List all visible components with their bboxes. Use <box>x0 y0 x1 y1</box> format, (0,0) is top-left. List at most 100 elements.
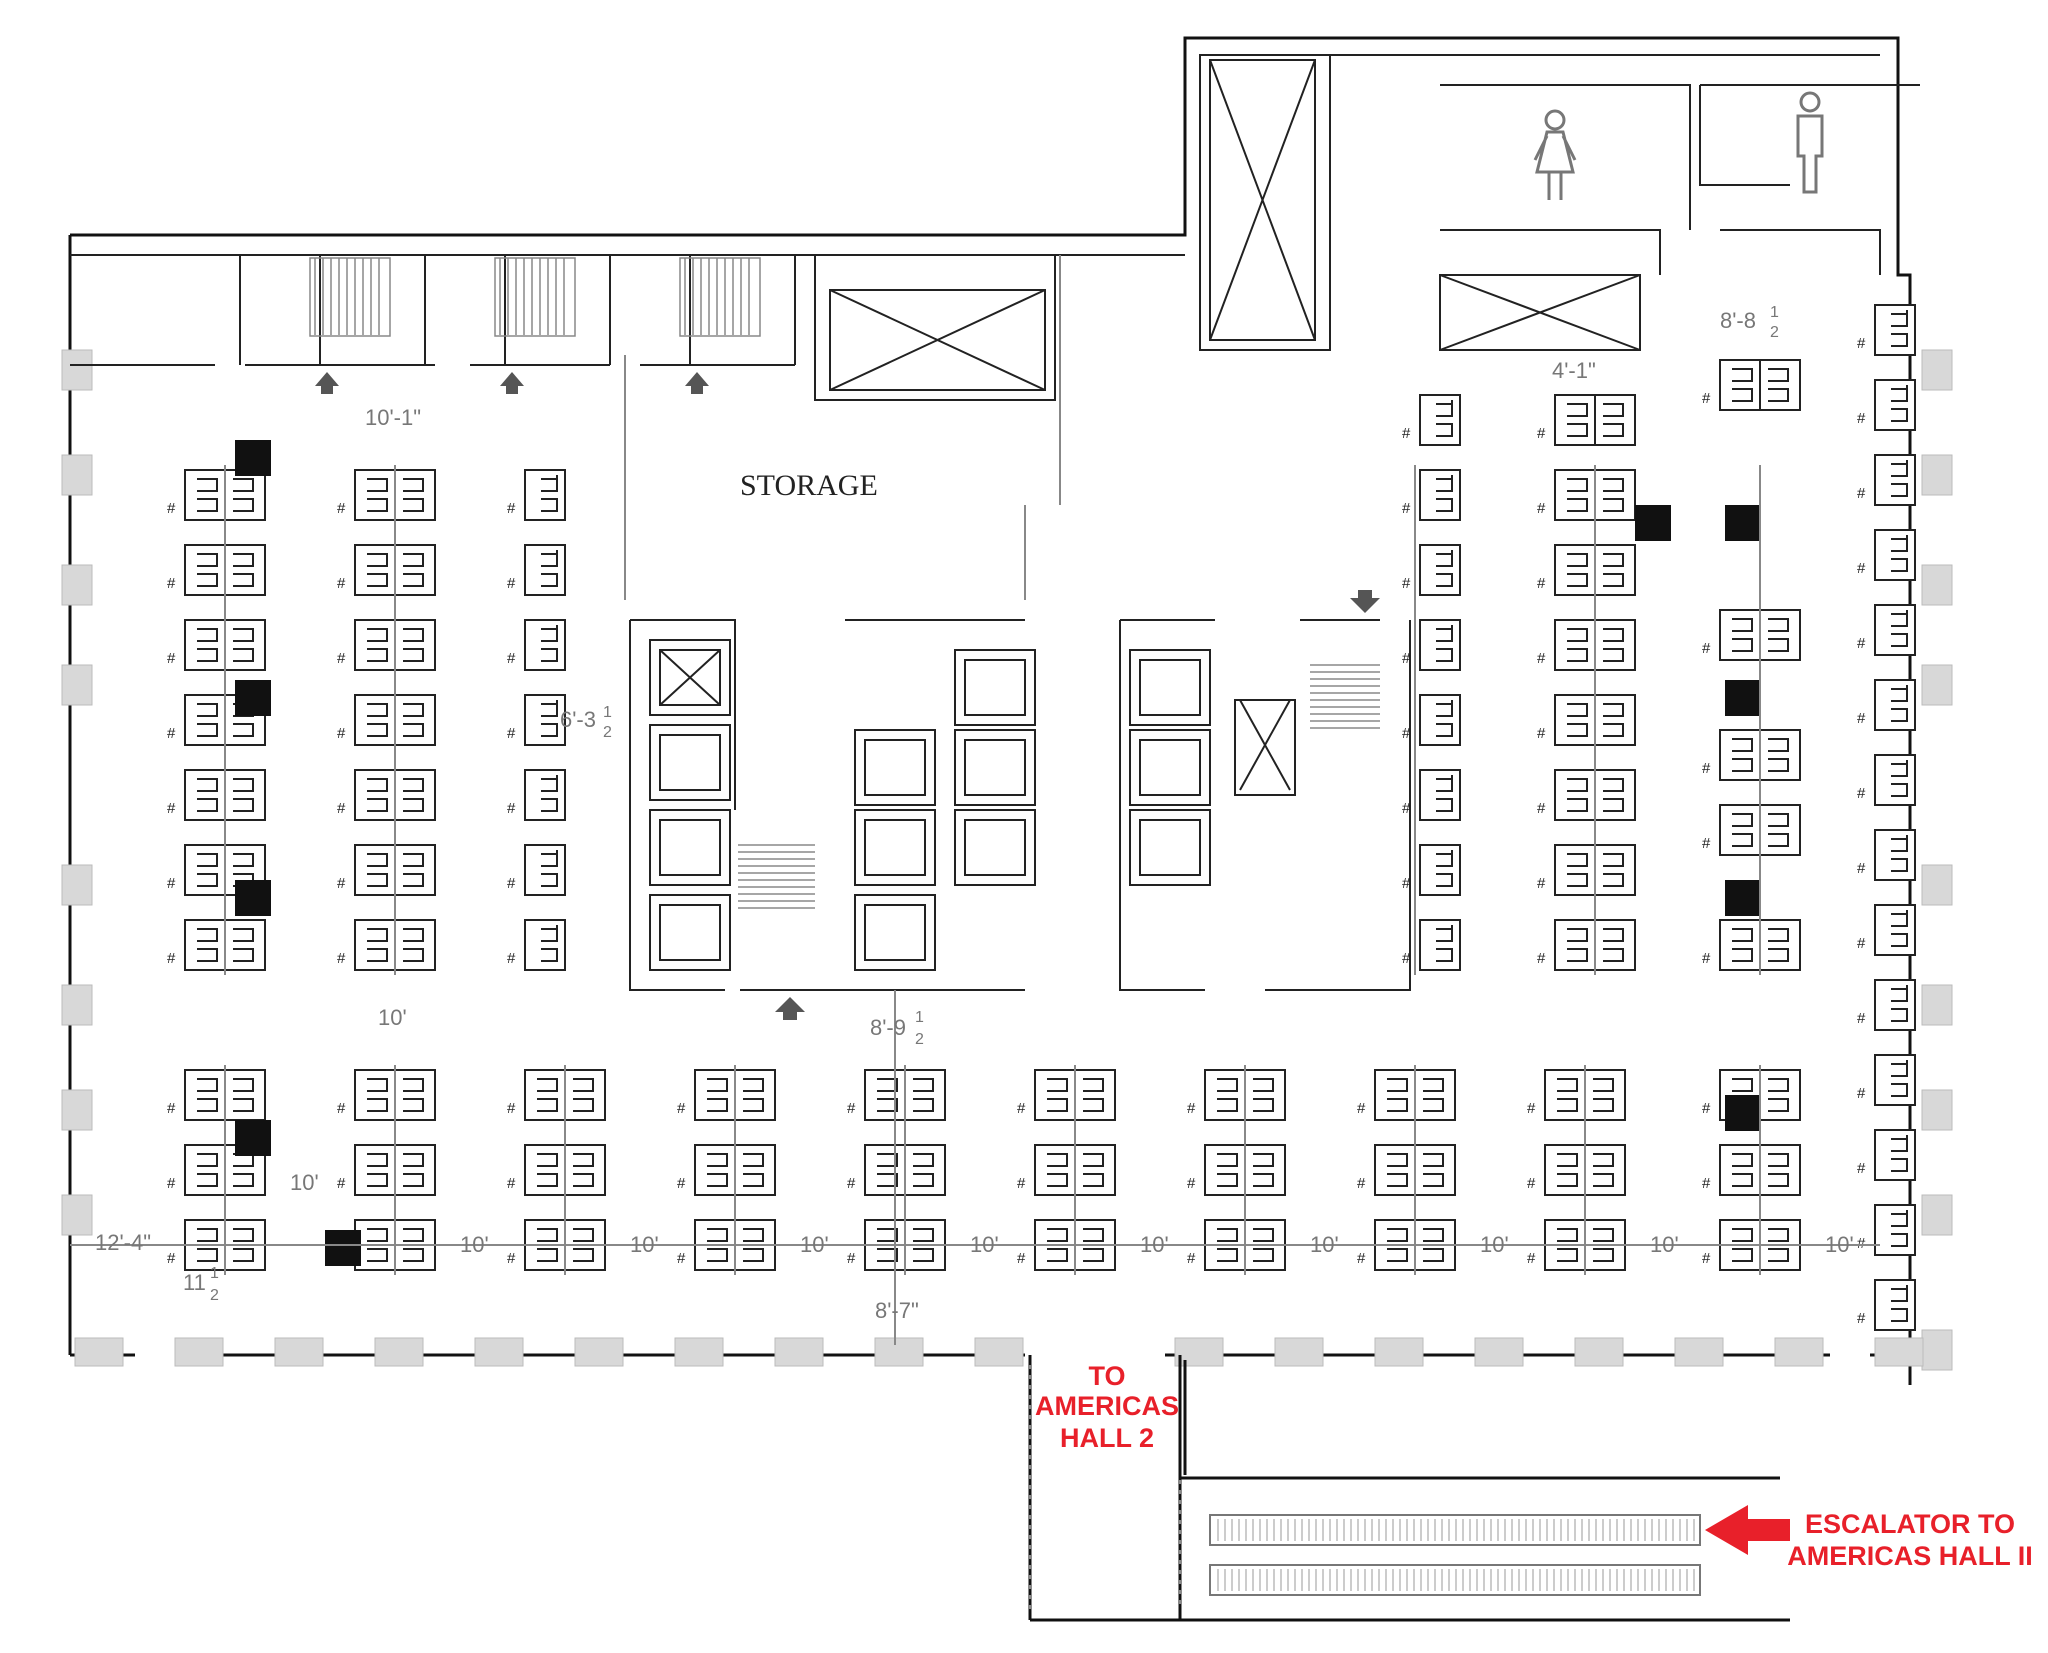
booth-desk[interactable]: # <box>337 1144 436 1196</box>
booth-desk[interactable]: # <box>847 1069 946 1121</box>
booth-desk[interactable]: # <box>1402 769 1461 821</box>
booth-desk[interactable]: # <box>167 619 266 671</box>
booth-desk[interactable]: # <box>1017 1069 1116 1121</box>
booth-desk[interactable]: # <box>1702 804 1801 856</box>
booth-desk[interactable]: # <box>1857 379 1916 431</box>
booth-desk[interactable]: # <box>507 1144 606 1196</box>
booth-desk[interactable]: # <box>507 469 566 521</box>
booth-desk[interactable]: # <box>1537 844 1636 896</box>
booth-desk[interactable]: # <box>167 694 266 746</box>
booth-desk[interactable]: # <box>337 919 436 971</box>
booth-desk[interactable]: # <box>1702 1219 1801 1271</box>
booth-desk[interactable]: # <box>1402 694 1461 746</box>
booth-desk[interactable]: # <box>1537 469 1636 521</box>
booth-desk[interactable]: # <box>1402 544 1461 596</box>
booth-marker: # <box>1702 1175 1711 1192</box>
booth-desk[interactable]: # <box>337 694 436 746</box>
booth-desk[interactable]: # <box>1537 544 1636 596</box>
booth-desk[interactable]: # <box>1402 619 1461 671</box>
booth-desk[interactable]: # <box>1402 919 1461 971</box>
booth-desk[interactable]: # <box>1702 1144 1801 1196</box>
booth-desk[interactable]: # <box>1857 1054 1916 1106</box>
booth-desk[interactable]: # <box>1702 729 1801 781</box>
booth-desk[interactable]: # <box>167 1144 266 1196</box>
booth-desk[interactable]: # <box>1017 1144 1116 1196</box>
booth-marker: # <box>677 1175 686 1192</box>
booth-desk[interactable]: # <box>167 1219 266 1271</box>
booth-desk[interactable]: # <box>1857 904 1916 956</box>
booth-desk[interactable]: # <box>507 769 566 821</box>
booth-desk[interactable]: # <box>1857 754 1916 806</box>
booth-desk[interactable]: # <box>1357 1219 1456 1271</box>
booth-desk[interactable]: # <box>1537 619 1636 671</box>
wall-column <box>774 1337 824 1367</box>
booth-desk[interactable]: # <box>1857 304 1916 356</box>
booth-marker: # <box>1702 835 1711 852</box>
booth-desk[interactable]: # <box>1857 979 1916 1031</box>
booth-desk[interactable]: # <box>507 1069 606 1121</box>
booth-desk[interactable]: # <box>1017 1219 1116 1271</box>
booth-desk[interactable]: # <box>167 769 266 821</box>
booth-desk[interactable]: # <box>337 844 436 896</box>
booth-desk[interactable]: # <box>1857 679 1916 731</box>
booth-desk[interactable]: # <box>1187 1219 1286 1271</box>
booth-desk[interactable]: # <box>1857 529 1916 581</box>
booth-desk[interactable]: # <box>1402 394 1461 446</box>
booth-desk[interactable]: # <box>1187 1144 1286 1196</box>
booth-marker: # <box>1017 1100 1026 1117</box>
booth-desk[interactable]: # <box>507 844 566 896</box>
booth-desk[interactable]: # <box>1857 1129 1916 1181</box>
booth-desk[interactable]: # <box>1357 1144 1456 1196</box>
booth-desk[interactable]: # <box>167 844 266 896</box>
booth-desk[interactable]: # <box>507 1219 606 1271</box>
booth-desk[interactable]: # <box>677 1144 776 1196</box>
booth-desk[interactable]: # <box>1537 394 1636 446</box>
booth-desk[interactable]: # <box>1402 844 1461 896</box>
booth-desk[interactable]: # <box>167 919 266 971</box>
booth-desk[interactable]: # <box>677 1069 776 1121</box>
booth-desk[interactable]: # <box>847 1219 946 1271</box>
booth-desk[interactable]: # <box>1537 919 1636 971</box>
booth-desk[interactable]: # <box>1857 829 1916 881</box>
booth-desk[interactable]: # <box>507 544 566 596</box>
booth-desk[interactable]: # <box>167 469 266 521</box>
booth-marker: # <box>167 950 176 967</box>
booth-desk[interactable]: # <box>337 544 436 596</box>
booth-desk[interactable]: # <box>337 469 436 521</box>
booth-desk[interactable]: # <box>1857 1204 1916 1256</box>
booth-desk[interactable]: # <box>507 694 566 746</box>
exit-arrow-icon <box>500 372 524 394</box>
booth-desk[interactable]: # <box>677 1219 776 1271</box>
booth-marker: # <box>337 725 346 742</box>
booth-desk[interactable]: # <box>167 544 266 596</box>
booth-desk[interactable]: # <box>1537 694 1636 746</box>
booth-desk[interactable]: # <box>1702 609 1801 661</box>
booth-grid: # # # # # # # # # # # # # # # # # # # # # # # # # # # # # # # # # # # # # # # #… <box>167 304 1916 1331</box>
dim-aisle: 10' <box>378 1005 407 1030</box>
booth-desk[interactable]: # <box>1402 469 1461 521</box>
svg-text:HALL 2: HALL 2 <box>1060 1423 1154 1453</box>
booth-desk[interactable]: # <box>167 1069 266 1121</box>
booth-desk[interactable]: # <box>847 1144 946 1196</box>
booth-desk[interactable]: # <box>1857 604 1916 656</box>
booth-desk[interactable]: # <box>1702 1069 1801 1121</box>
booth-desk[interactable]: # <box>1857 454 1916 506</box>
booth-desk[interactable]: # <box>1357 1069 1456 1121</box>
booth-desk[interactable]: # <box>337 1069 436 1121</box>
elevator-shaft <box>1129 729 1211 806</box>
booth-desk[interactable]: # <box>1702 359 1801 411</box>
booth-desk[interactable]: # <box>507 919 566 971</box>
booth-desk[interactable]: # <box>1187 1069 1286 1121</box>
booth-desk[interactable]: # <box>1527 1144 1626 1196</box>
dim-bottom-left: 12'-4" <box>95 1230 151 1255</box>
wall-column <box>274 1337 324 1367</box>
escalators <box>1209 1514 1701 1596</box>
booth-desk[interactable]: # <box>337 769 436 821</box>
booth-desk[interactable]: # <box>1537 769 1636 821</box>
booth-desk[interactable]: # <box>507 619 566 671</box>
booth-desk[interactable]: # <box>337 619 436 671</box>
booth-desk[interactable]: # <box>1857 1279 1916 1331</box>
booth-desk[interactable]: # <box>1527 1069 1626 1121</box>
booth-desk[interactable]: # <box>1527 1219 1626 1271</box>
booth-desk[interactable]: # <box>1702 919 1801 971</box>
